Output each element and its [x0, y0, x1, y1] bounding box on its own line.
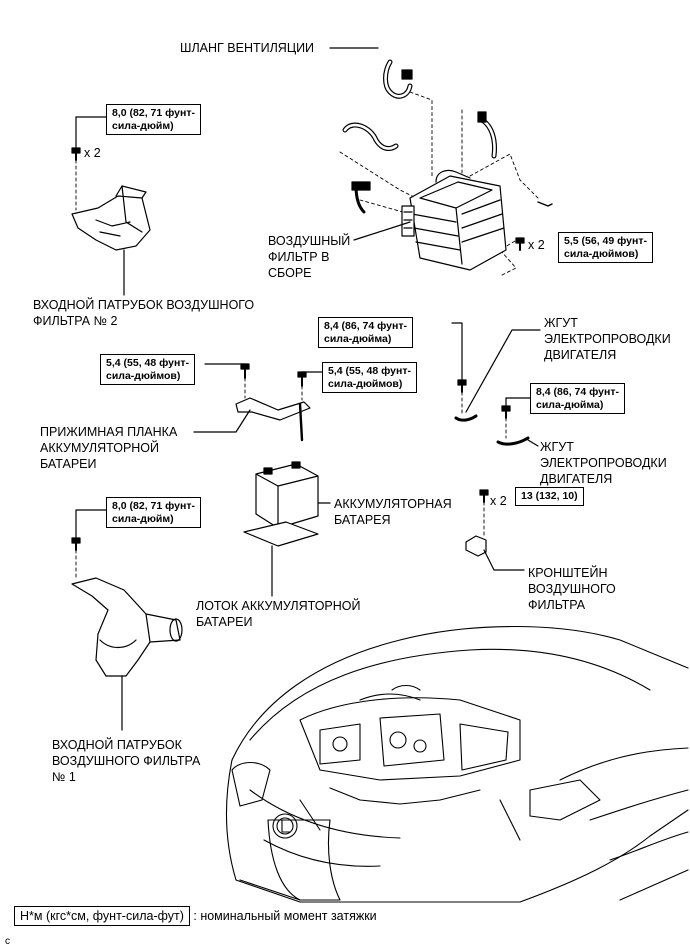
battery-clamp-part — [235, 363, 311, 442]
torque-harness-2: 8,4 (86, 74 фунт-сила-дюйма) — [530, 383, 625, 414]
legend-unit: Н*м (кгс*см, фунт-сила-фут) — [14, 906, 190, 926]
intake-duct-2-label: ВХОДНОЙ ПАТРУБОК ВОЗДУШНОГО ФИЛЬТРА № 2 — [33, 298, 255, 328]
battery-tray-label: ЛОТОК АККУМУЛЯТОРНОЙ БАТАРЕИ — [196, 599, 361, 629]
air-filter-label: ВОЗДУШНЫЙ ФИЛЬТР В СБОРЕ — [268, 234, 351, 280]
intake1-torque-leader — [75, 509, 107, 539]
count-intake-duct-2: x 2 — [84, 146, 101, 160]
count-air-filter: x 2 — [528, 238, 545, 252]
torque-clamp-left: 5,4 (55, 48 фунт-сила-дюймов) — [100, 354, 195, 385]
harness2-leader — [527, 439, 539, 447]
intake-duct-1-label: ВХОДНОЙ ПАТРУБОК ВОЗДУШНОГО ФИЛЬТРА № 1 — [52, 738, 201, 784]
harness-1-part — [454, 379, 478, 422]
battery-clamp-label: ПРИЖИМНАЯ ПЛАНКА АККУМУЛЯТОРНОЙ БАТАРЕИ — [40, 425, 178, 471]
battery-part — [255, 461, 319, 529]
air-filter-part — [401, 169, 507, 271]
legend-description: : номинальный момент затяжки — [193, 909, 377, 923]
bracket-label: КРОНШТЕЙН ВОЗДУШНОГО ФИЛЬТРА — [528, 566, 616, 612]
torque-intake-duct-2: 8,0 (82, 71 фунт-сила-дюйм) — [106, 104, 201, 135]
clamp-leader — [193, 409, 251, 433]
engine-harness-label-2: ЖГУТ ЭЛЕКТРОПРОВОДКИ ДВИГАТЕЛЯ — [540, 440, 667, 486]
air-filter-leader — [353, 221, 411, 241]
harness1-torque-leader — [451, 322, 463, 381]
filter-hoses — [342, 111, 553, 214]
battery-label: АККУМУЛЯТОРНАЯ БАТАРЕЯ — [334, 497, 452, 527]
filter-bolt — [515, 237, 525, 251]
vehicle-front — [225, 626, 689, 903]
ventilation-hose-part — [383, 59, 413, 99]
ventilation-hose-label: ШЛАНГ ВЕНТИЛЯЦИИ — [180, 41, 315, 55]
battery-tray-part — [243, 521, 319, 547]
bracket-leader — [483, 549, 525, 571]
harness1-leader — [465, 329, 541, 413]
bracket-part — [465, 489, 489, 557]
torque-intake-duct-1: 8,0 (82, 71 фунт-сила-дюйм) — [106, 497, 201, 528]
torque-bracket: 13 (132, 10) — [515, 487, 584, 506]
torque-harness-1: 8,4 (86, 74 фунт-сила-дюйма) — [318, 317, 413, 348]
torque-clamp-right: 5,4 (55, 48 фунт-сила-дюймов) — [322, 362, 417, 393]
legend: Н*м (кгс*см, фунт-сила-фут) : номинальны… — [14, 906, 377, 926]
harness-2-part — [496, 405, 530, 446]
engine-harness-label-1: ЖГУТ ЭЛЕКТРОПРОВОДКИ ДВИГАТЕЛЯ — [544, 316, 671, 362]
torque-air-filter: 5,5 (56, 49 фунт-сила-дюймов) — [558, 232, 653, 263]
intake-duct-2-part — [71, 147, 151, 251]
intake-duct-1-part — [71, 537, 183, 677]
count-bracket: x 2 — [490, 494, 507, 508]
corner-mark: c — [5, 936, 10, 947]
